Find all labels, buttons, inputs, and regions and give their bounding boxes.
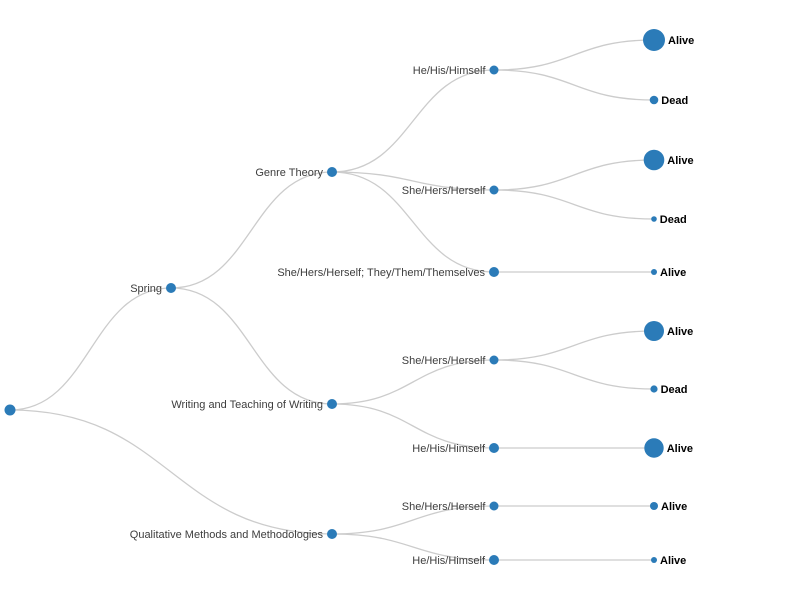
node-label-q-he-alive: Alive — [660, 555, 686, 567]
node-circle-w-she[interactable] — [489, 355, 499, 365]
tree-node-root — [4, 404, 16, 416]
node-circle-gt-he[interactable] — [489, 65, 499, 75]
node-label-gt-she: She/Hers/Herself — [402, 185, 487, 197]
node-label-q-she: She/Hers/Herself — [402, 501, 487, 513]
tree-node-w-she-dead: Dead — [650, 384, 688, 396]
tree-node-q-he: He/His/Himself — [412, 555, 499, 567]
tree-link — [331, 505, 495, 535]
node-circle-w-he-alive[interactable] — [644, 438, 664, 458]
node-circle-q-she[interactable] — [489, 501, 499, 511]
tree-node-q-she: She/Hers/Herself — [402, 501, 499, 513]
node-label-gt-he-alive: Alive — [668, 35, 694, 47]
tree-node-qualitative: Qualitative Methods and Methodologies — [130, 529, 337, 541]
node-label-gt-he: He/His/Himself — [413, 65, 487, 77]
tree-link — [9, 287, 172, 411]
tree-link — [493, 330, 655, 361]
node-label-q-she-alive: Alive — [661, 501, 687, 513]
tree-link — [493, 189, 655, 220]
tree-link — [331, 171, 495, 191]
node-circle-gt-he-alive[interactable] — [643, 29, 665, 51]
tree-node-q-she-alive: Alive — [650, 501, 687, 513]
tree-link — [331, 171, 495, 273]
tree-link — [170, 287, 333, 405]
node-label-gt-she-alive: Alive — [667, 155, 693, 167]
node-label-w-he-alive: Alive — [667, 443, 693, 455]
tree-node-w-she-alive: Alive — [644, 321, 693, 341]
node-label-w-she-alive: Alive — [667, 326, 693, 338]
node-circle-writing[interactable] — [327, 399, 337, 409]
node-label-spring: Spring — [130, 283, 162, 295]
tree-node-gt-st-alive: Alive — [651, 267, 686, 279]
node-circle-genre[interactable] — [327, 167, 337, 177]
node-label-gt-shethey: She/Hers/Herself; They/Them/Themselves — [277, 267, 485, 279]
tree-link — [493, 39, 655, 71]
tree-node-gt-shethey: She/Hers/Herself; They/Them/Themselves — [277, 267, 499, 279]
node-circle-gt-shethey[interactable] — [489, 267, 499, 277]
tree-node-w-he-alive: Alive — [644, 438, 693, 458]
tree-node-genre: Genre Theory — [255, 167, 337, 179]
node-label-qualitative: Qualitative Methods and Methodologies — [130, 529, 324, 541]
node-circle-gt-st-alive[interactable] — [651, 269, 657, 275]
tree-link — [493, 69, 655, 101]
node-circle-w-she-dead[interactable] — [650, 385, 658, 393]
node-circle-w-he[interactable] — [489, 443, 499, 453]
node-label-w-he: He/His/Himself — [412, 443, 486, 455]
tree-node-writing: Writing and Teaching of Writing — [171, 399, 337, 411]
node-label-w-she-dead: Dead — [661, 384, 688, 396]
node-label-genre: Genre Theory — [255, 167, 323, 179]
tree-node-gt-he-alive: Alive — [643, 29, 694, 51]
tree-link — [331, 533, 495, 561]
node-label-writing: Writing and Teaching of Writing — [171, 399, 323, 411]
node-circle-root[interactable] — [4, 404, 16, 416]
tree-node-spring: Spring — [130, 283, 176, 295]
tree-node-gt-she-alive: Alive — [643, 149, 694, 171]
tree-link — [170, 171, 333, 289]
tree-link — [331, 359, 495, 405]
node-label-w-she: She/Hers/Herself — [402, 355, 487, 367]
node-circle-q-she-alive[interactable] — [650, 502, 658, 510]
tree-link — [331, 403, 495, 449]
tree-link — [9, 409, 333, 535]
node-circle-spring[interactable] — [166, 283, 176, 293]
node-label-gt-st-alive: Alive — [660, 267, 686, 279]
node-circle-q-he[interactable] — [489, 555, 499, 565]
tree-node-gt-she-dead: Dead — [651, 214, 687, 226]
tree-link — [493, 359, 655, 390]
node-circle-w-she-alive[interactable] — [644, 321, 664, 341]
node-label-gt-she-dead: Dead — [660, 214, 687, 226]
node-circle-q-he-alive[interactable] — [651, 557, 657, 563]
node-circle-qualitative[interactable] — [327, 529, 337, 539]
tree-link — [331, 69, 495, 173]
node-circle-gt-she-alive[interactable] — [643, 149, 665, 171]
tree-node-q-he-alive: Alive — [651, 555, 686, 567]
tree-node-gt-she: She/Hers/Herself — [402, 185, 499, 197]
tree-link — [493, 159, 655, 191]
node-circle-gt-she[interactable] — [489, 185, 499, 195]
tree-node-gt-he-dead: Dead — [649, 95, 688, 107]
tree-node-w-she: She/Hers/Herself — [402, 355, 499, 367]
node-circle-gt-he-dead[interactable] — [649, 95, 659, 105]
tree-node-gt-he: He/His/Himself — [413, 65, 499, 77]
node-label-gt-he-dead: Dead — [661, 95, 688, 107]
tree-node-w-he: He/His/Himself — [412, 443, 499, 455]
node-circle-gt-she-dead[interactable] — [651, 216, 657, 222]
node-label-q-he: He/His/Himself — [412, 555, 486, 567]
